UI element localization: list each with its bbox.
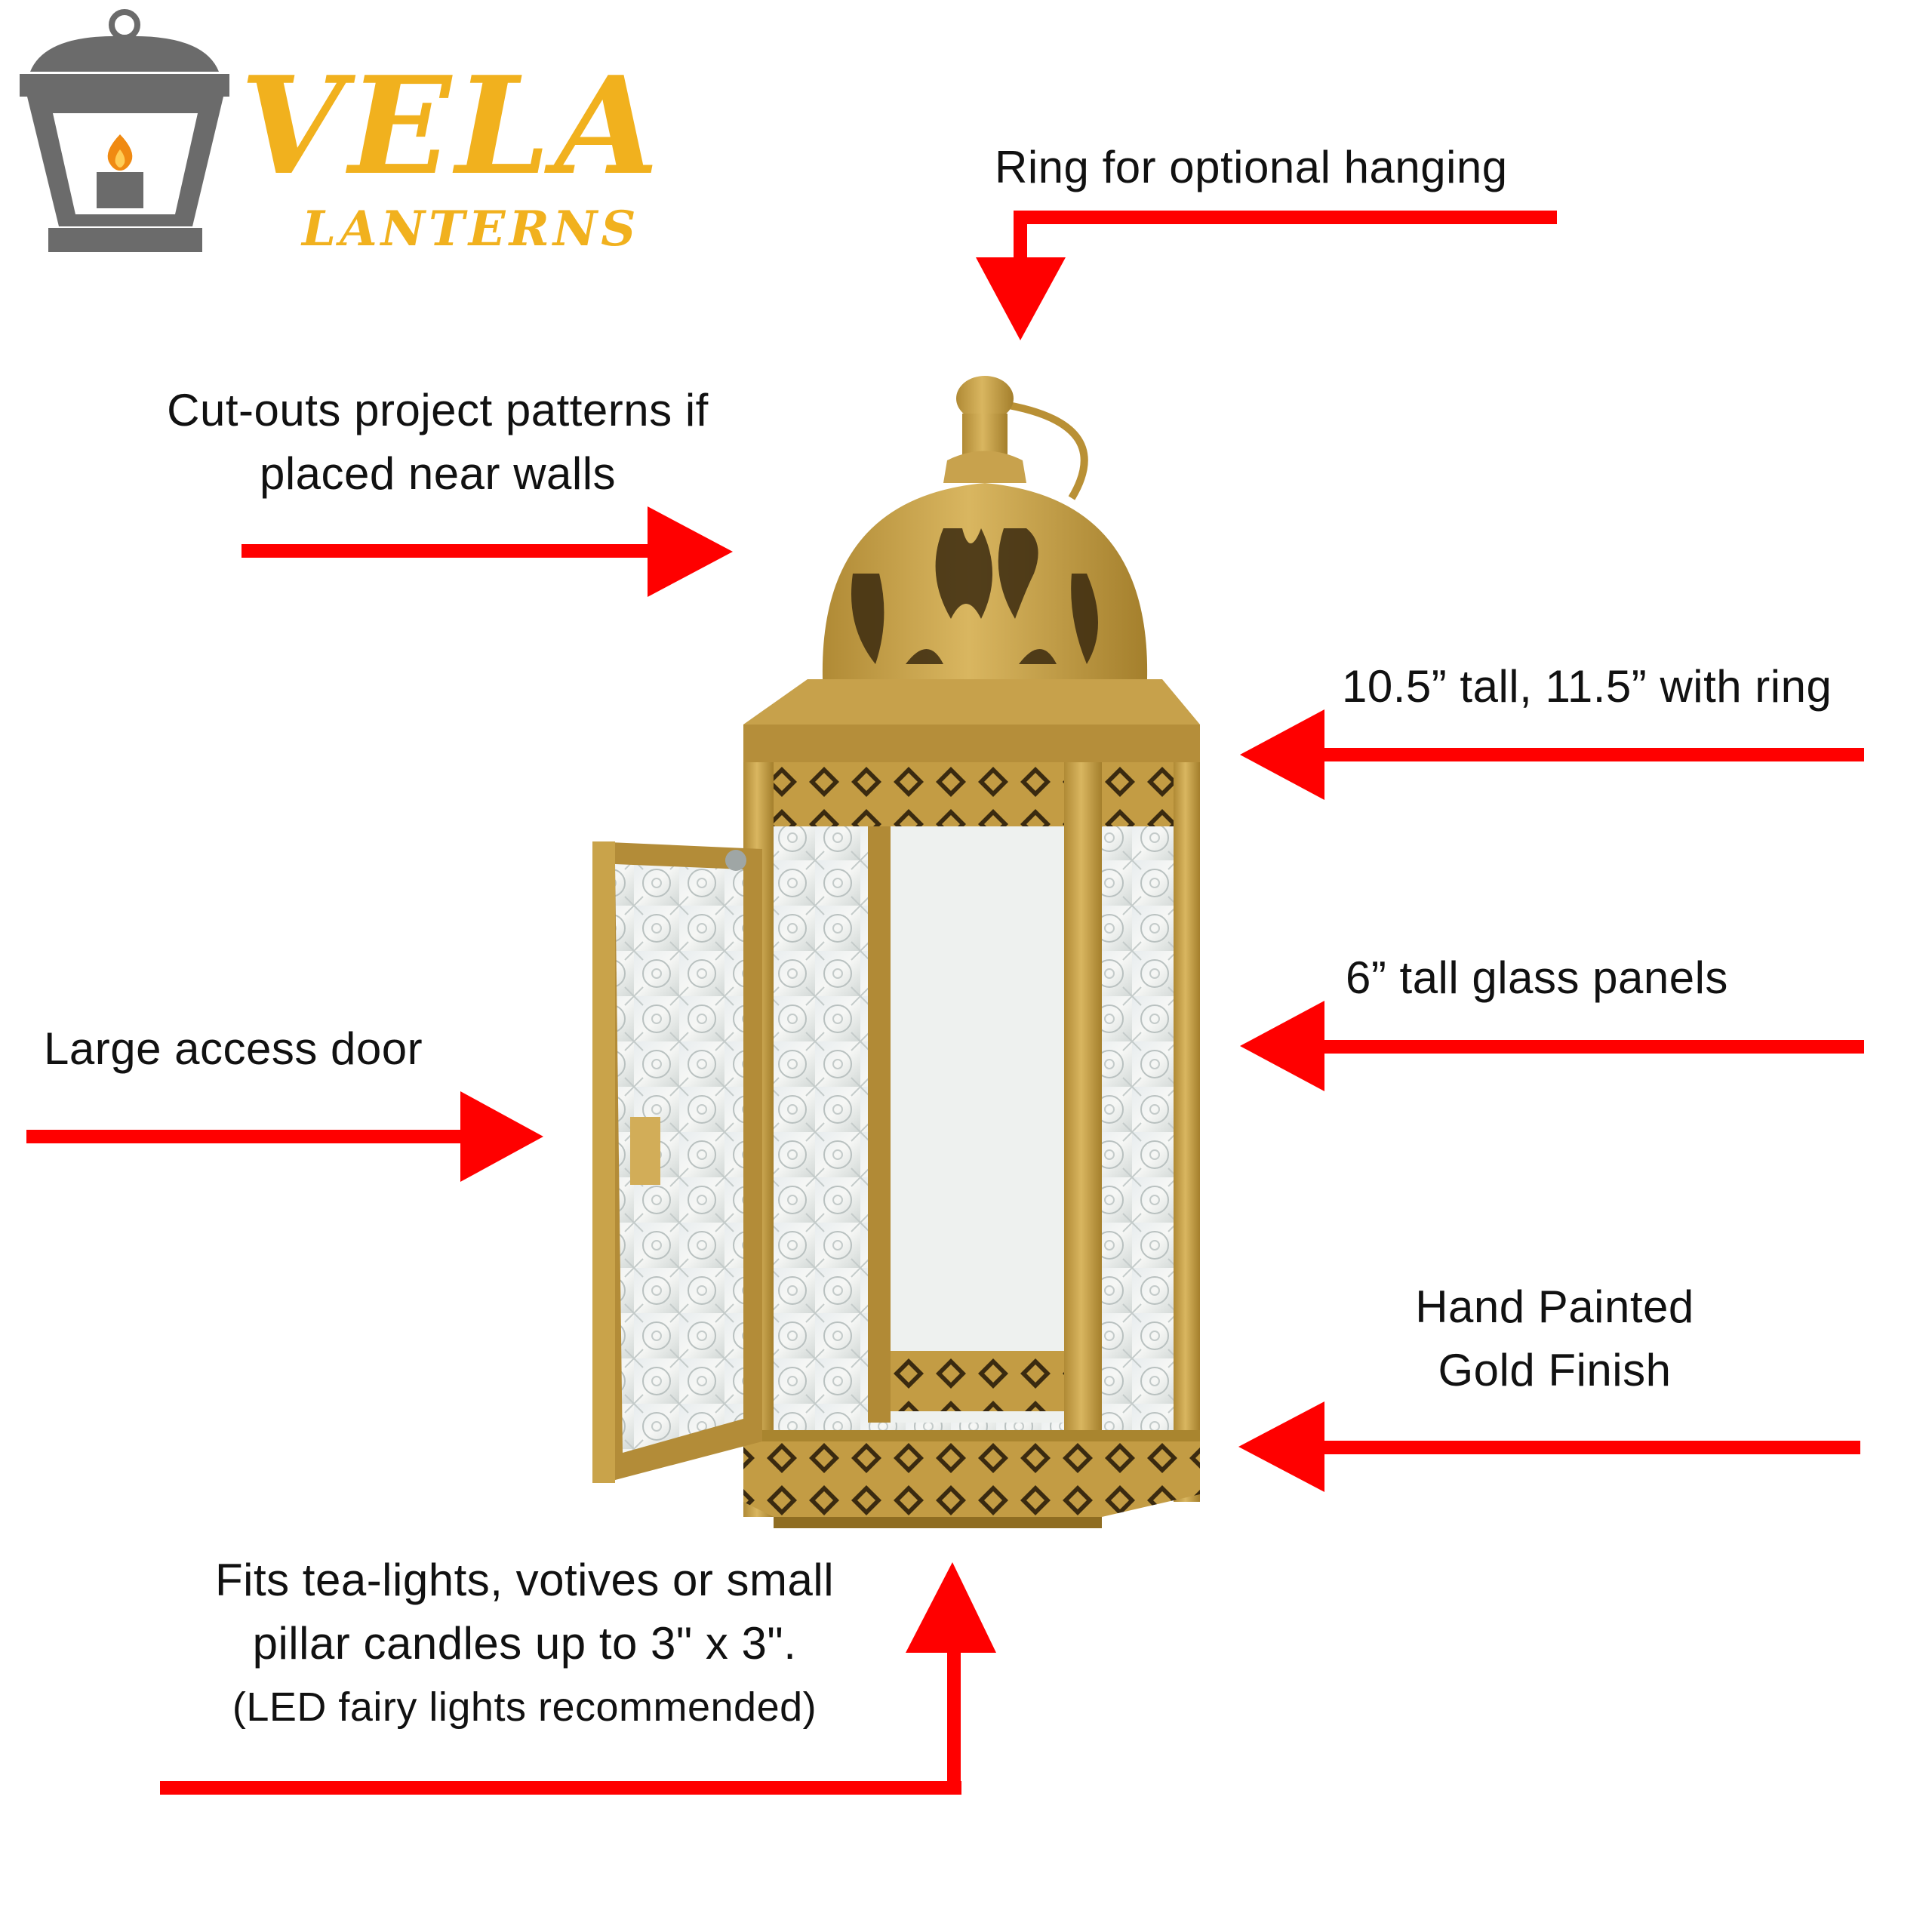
door-callout: Large access door bbox=[44, 1023, 423, 1074]
arrow-finish bbox=[1238, 1401, 1860, 1492]
brand-subtitle: LANTERNS bbox=[302, 201, 640, 257]
cutouts-callout: Cut-outs project patterns if placed near… bbox=[113, 379, 762, 506]
arrow-fits bbox=[160, 1562, 996, 1795]
arrow-cutouts bbox=[242, 506, 733, 597]
height-callout: 10.5” tall, 11.5” with ring bbox=[1342, 661, 1832, 712]
arrow-door bbox=[26, 1091, 543, 1182]
lantern-candle-icon bbox=[20, 9, 229, 252]
arrow-height bbox=[1240, 709, 1864, 800]
fits-line3: (LED fairy lights recommended) bbox=[232, 1684, 817, 1730]
glass-callout: 6” tall glass panels bbox=[1346, 952, 1728, 1003]
arrow-ring bbox=[976, 211, 1557, 340]
finish-line1: Hand Painted bbox=[1415, 1281, 1694, 1332]
brand-name: VELA bbox=[240, 47, 664, 205]
finish-line2: Gold Finish bbox=[1438, 1345, 1672, 1395]
finish-callout: Hand Painted Gold Finish bbox=[1366, 1275, 1743, 1402]
cutouts-line1: Cut-outs project patterns if bbox=[167, 385, 709, 435]
fits-line2: pillar candles up to 3" x 3". bbox=[252, 1618, 797, 1669]
fits-line1: Fits tea-lights, votives or small bbox=[214, 1555, 835, 1605]
ring-callout: Ring for optional hanging bbox=[995, 142, 1508, 192]
cutouts-line2: placed near walls bbox=[259, 448, 617, 499]
arrow-glass bbox=[1240, 1001, 1864, 1091]
fits-callout: Fits tea-lights, votives or small pillar… bbox=[128, 1549, 921, 1739]
